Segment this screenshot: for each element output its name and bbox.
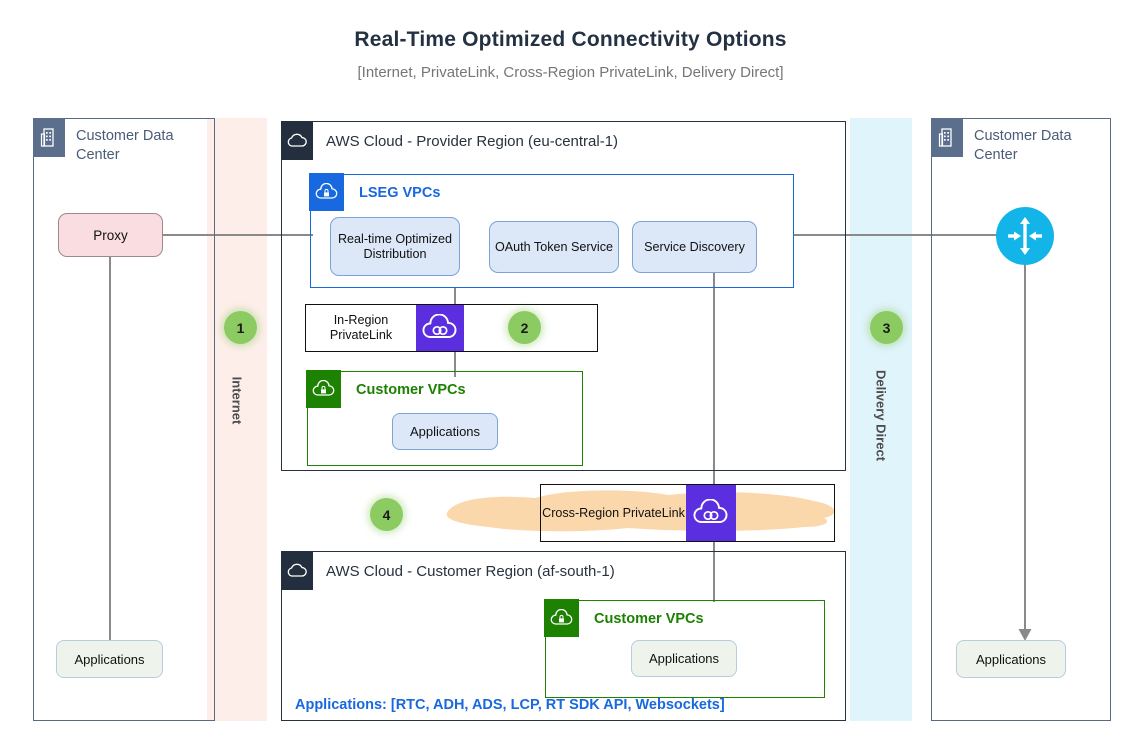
vpc-lock-cloud-icon [309,173,345,212]
applications-note: Applications: [RTC, ADH, ADS, LCP, RT SD… [295,697,725,713]
vpc-lseg: LSEG VPCs [309,173,794,288]
page-subtitle: [Internet, PrivateLink, Cross-Region Pri… [357,64,784,81]
badge-3: 3 [870,311,903,344]
connector-proxy-to-lseg [163,234,313,236]
privatelink-icon [416,305,464,351]
arrowhead-down-icon [1018,629,1032,641]
privatelink-icon [686,485,736,541]
vpc-lock-cloud-icon [544,599,580,638]
service-oauth-token-service[interactable]: OAuth Token Service [489,221,619,273]
node-applications-right-dc[interactable]: Applications [956,640,1066,678]
router-icon[interactable] [996,207,1054,265]
service-service-discovery[interactable]: Service Discovery [632,221,757,273]
vpc-customer-customer-region: Customer VPCs [544,599,825,698]
vpc-title-lseg: LSEG VPCs [359,185,441,201]
vpc-title-customer-customer-region: Customer VPCs [594,611,704,627]
node-applications-customer-region[interactable]: Applications [631,640,737,677]
node-proxy[interactable]: Proxy [58,213,163,257]
connector-router-to-app-right [1024,262,1026,634]
group-aws-provider-region: AWS Cloud - Provider Region (eu-central-… [280,120,846,471]
group-customer-data-center-right: Customer Data Center [930,117,1111,721]
in-region-privatelink-bar[interactable]: In-Region PrivateLink [305,304,598,352]
band-delivery-direct-label: Delivery Direct [873,369,889,462]
connector-lseg-to-router [793,234,1003,236]
in-region-privatelink-label: In-Region PrivateLink [329,313,393,342]
badge-2: 2 [508,311,541,344]
node-applications-provider-region[interactable]: Applications [392,413,498,450]
vpc-lock-cloud-icon [306,370,342,409]
connector-crossregion-to-customer-vpc [713,540,715,602]
cross-region-cloud-blob [446,490,835,532]
band-internet: Internet [207,118,267,721]
building-icon [930,117,963,157]
page-title: Real-Time Optimized Connectivity Options [354,28,787,51]
aws-cloud-icon [280,120,313,160]
group-customer-data-center-left: Customer Data Center [32,117,215,721]
badge-4: 4 [370,498,403,531]
service-rt-optimized-distribution[interactable]: Real-time Optimized Distribution [330,217,460,276]
connector-proxy-to-app-left [109,236,111,640]
group-title-customer-data-center-right: Customer Data Center [974,128,1072,163]
cross-region-privatelink-spacer [736,485,834,541]
band-delivery-direct: Delivery Direct [850,118,912,721]
cross-region-privatelink-label: Cross-Region PrivateLink [542,505,685,520]
vpc-customer-provider-region: Customer VPCs [306,370,583,466]
band-internet-label: Internet [229,376,245,425]
node-applications-left-dc[interactable]: Applications [56,640,163,678]
cross-region-privatelink-bar[interactable]: Cross-Region PrivateLink [540,484,835,542]
building-icon [32,117,65,157]
aws-cloud-icon [280,550,313,590]
vpc-title-customer-provider-region: Customer VPCs [356,382,466,398]
group-title-aws-customer-region: AWS Cloud - Customer Region (af-south-1) [326,563,615,580]
group-aws-customer-region: AWS Cloud - Customer Region (af-south-1) [280,550,846,721]
group-title-aws-provider-region: AWS Cloud - Provider Region (eu-central-… [326,133,619,150]
group-title-customer-data-center-left: Customer Data Center [76,128,174,163]
badge-1: 1 [224,311,257,344]
connector-discovery-to-crossregion [713,273,715,489]
